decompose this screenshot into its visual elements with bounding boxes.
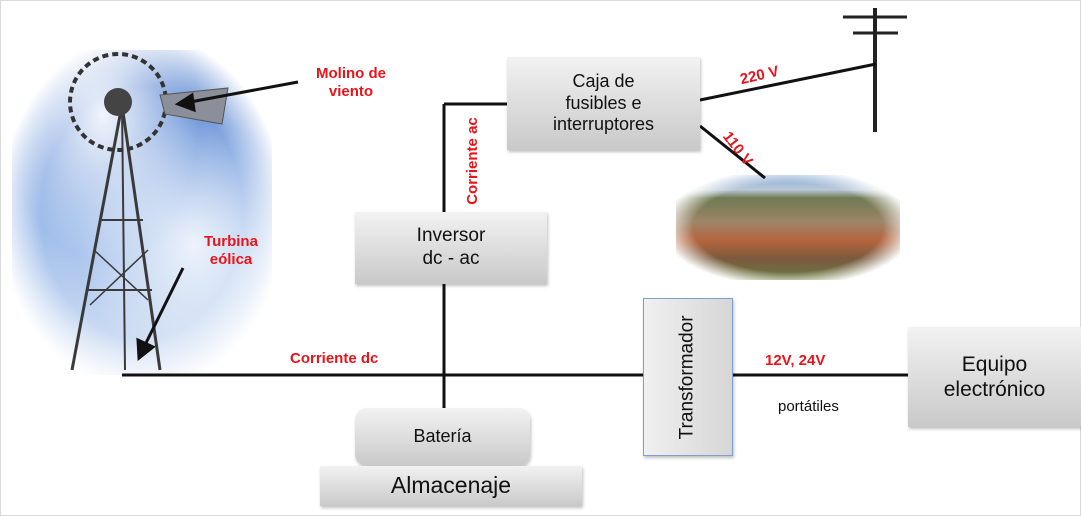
label-corriente-ac: Corriente ac [464, 117, 481, 205]
box-bateria: Batería [355, 408, 530, 466]
windmill-drawing [68, 52, 229, 371]
box-inversor: Inversor dc - ac [355, 212, 547, 284]
box-almacenaje: Almacenaje [320, 466, 582, 506]
box-caja-fusibles: Caja de fusibles e interruptores [507, 57, 700, 150]
label-corriente-dc: Corriente dc [290, 350, 379, 367]
wires [122, 62, 908, 408]
label-turbina: Turbina eólica [204, 233, 258, 268]
label-molino: Molino de viento [316, 65, 386, 100]
box-caja-fusibles-text: Caja de fusibles e interruptores [552, 71, 655, 135]
label-portatiles: portátiles [778, 398, 839, 415]
box-equipo: Equipo electrónico [908, 327, 1081, 427]
box-bateria-text: Batería [413, 426, 472, 447]
box-transformador-text: Transformador [676, 315, 698, 439]
village-image [676, 175, 900, 280]
windmill-image [12, 50, 272, 375]
box-inversor-text: Inversor dc - ac [416, 225, 486, 269]
box-almacenaje-text: Almacenaje [390, 472, 512, 499]
box-equipo-text: Equipo electrónico [943, 352, 1046, 401]
arrows [136, 80, 299, 361]
box-transformador: Transformador [643, 298, 733, 456]
utility-pole-drawing [843, 8, 907, 132]
label-12v-24v: 12V, 24V [765, 352, 826, 369]
